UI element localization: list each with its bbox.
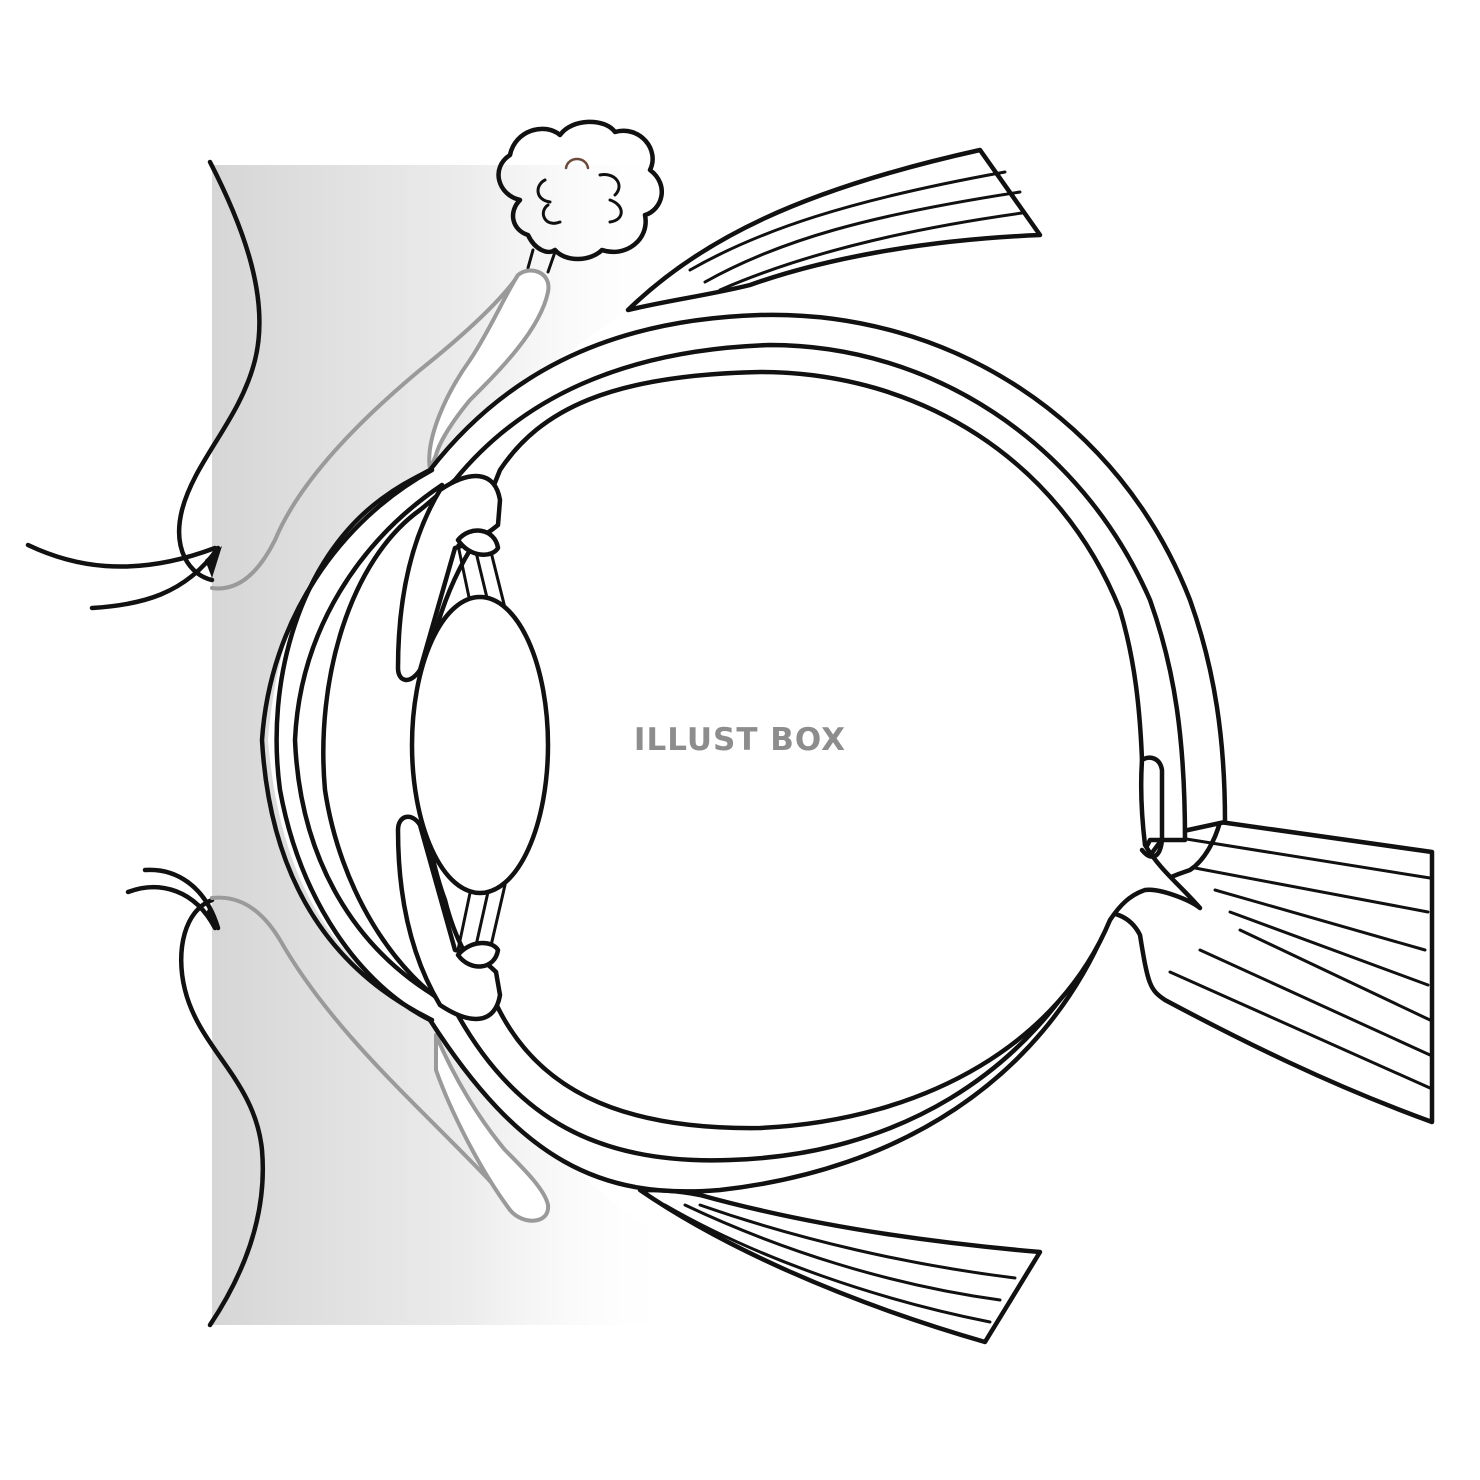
superior-rectus-muscle	[628, 150, 1040, 310]
lens	[412, 597, 548, 893]
ciliary-body-lower	[458, 943, 498, 966]
upper-eyelashes	[28, 545, 222, 608]
lower-eyelashes	[128, 870, 220, 930]
inferior-rectus-muscle	[640, 1190, 1040, 1342]
watermark: ILLUST BOX	[590, 720, 890, 760]
